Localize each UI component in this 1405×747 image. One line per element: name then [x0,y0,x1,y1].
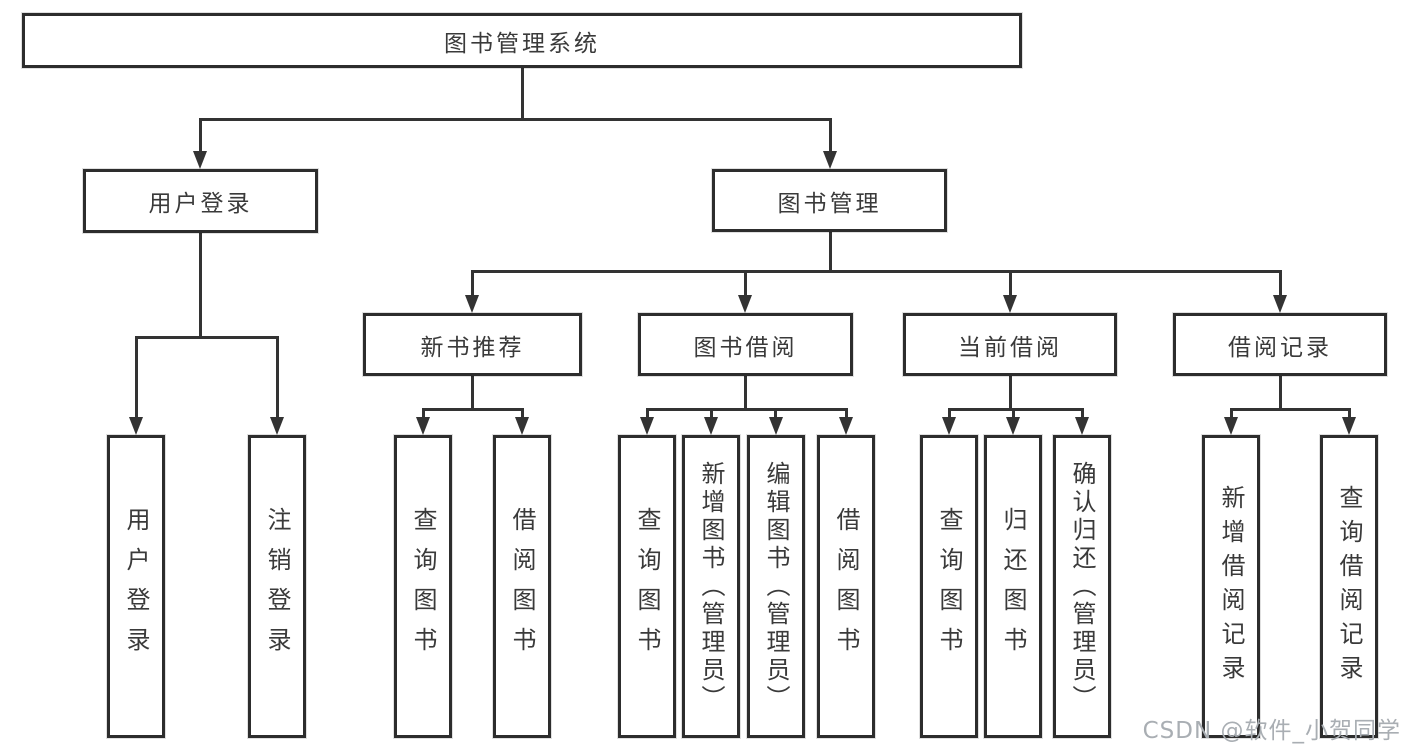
arrowhead-down-icon [640,417,654,435]
node-book-borrow: 图书借阅 [638,313,853,376]
connector-stub-leaf [774,408,777,419]
node-borrow-records-label: 借阅记录 [1228,334,1332,361]
arrowhead-down-icon [823,151,837,169]
node-leaf-user-login-label: 用户登录 [122,506,150,667]
node-leaf-edit-book: 编辑图书（管理员） [747,435,805,738]
arrowhead-down-icon [1224,417,1238,435]
node-book-borrow-label: 图书借阅 [693,334,798,361]
connector-stub-new-book-rec [471,270,474,297]
node-leaf-add-record: 新增借阅记录 [1202,435,1260,738]
connector-stub-leaf [710,408,713,419]
node-leaf-query-books-2-label: 查询图书 [633,506,661,667]
node-leaf-query-books-2: 查询图书 [618,435,676,738]
connector-stub-borrow-records [1279,270,1282,297]
node-leaf-query-books-1: 查询图书 [394,435,452,738]
node-root: 图书管理系统 [22,13,1022,68]
node-book-mgmt-label: 图书管理 [777,190,882,217]
connector-book-borrow-rail [646,408,848,411]
connector-new-book-rec-rail [422,408,524,411]
connector-borrow-records-rail [1230,408,1351,411]
connector-book-borrow-drop [744,376,747,408]
connector-stub-current-borrow [1009,270,1012,297]
node-leaf-query-books-3: 查询图书 [920,435,978,738]
connector-stub-user-login [199,118,202,153]
node-leaf-borrow-books-1-label: 借阅图书 [508,506,536,667]
arrowhead-down-icon [1342,417,1356,435]
node-root-label: 图书管理系统 [444,30,600,57]
node-borrow-records: 借阅记录 [1173,313,1387,376]
arrowhead-down-icon [769,417,783,435]
arrowhead-down-icon [942,417,956,435]
arrowhead-down-icon [704,417,718,435]
node-leaf-borrow-books-1: 借阅图书 [493,435,551,738]
arrowhead-down-icon [270,417,284,435]
node-book-mgmt: 图书管理 [712,169,947,232]
node-current-borrow-label: 当前借阅 [958,334,1062,361]
connector-stub-leaf [521,408,524,419]
connector-level1-rail [199,118,832,121]
node-leaf-confirm-return-label: 确认归还（管理员） [1068,460,1096,713]
connector-new-book-rec-drop [471,376,474,408]
node-leaf-query-books-1-label: 查询图书 [409,506,437,667]
csdn-watermark: CSDN @软件_小贺同学 [1142,718,1401,744]
arrowhead-down-icon [1075,417,1089,435]
arrowhead-down-icon [193,151,207,169]
arrowhead-down-icon [129,417,143,435]
connector-stub-leaf-user-login [135,336,138,417]
node-leaf-add-record-label: 新增借阅记录 [1217,484,1245,689]
connector-stub-book-mgmt [829,118,832,153]
node-leaf-borrow-books-2: 借阅图书 [817,435,875,738]
node-leaf-edit-book-label: 编辑图书（管理员） [762,460,790,713]
arrowhead-down-icon [416,417,430,435]
node-leaf-borrow-books-2-label: 借阅图书 [832,506,860,667]
arrowhead-down-icon [738,295,752,313]
node-current-borrow: 当前借阅 [903,313,1117,376]
connector-current-borrow-rail [948,408,1084,411]
node-leaf-logout-label: 注销登录 [263,506,291,667]
node-leaf-user-login: 用户登录 [107,435,165,738]
connector-stub-leaf-logout [276,336,279,417]
node-leaf-add-book: 新增图书（管理员） [682,435,740,738]
arrowhead-down-icon [465,295,479,313]
connector-level3-rail [471,270,1282,273]
node-user-login-label: 用户登录 [148,191,253,217]
node-leaf-query-books-3-label: 查询图书 [935,506,963,667]
node-leaf-logout: 注销登录 [248,435,306,738]
node-user-login: 用户登录 [83,169,318,233]
connector-user-login-rail [135,336,279,339]
arrowhead-down-icon [839,417,853,435]
connector-stub-leaf [422,408,425,419]
connector-book-mgmt-drop [829,232,832,270]
arrowhead-down-icon [1003,295,1017,313]
node-leaf-confirm-return: 确认归还（管理员） [1053,435,1111,738]
connector-current-borrow-drop [1009,376,1012,408]
node-leaf-add-book-label: 新增图书（管理员） [697,460,725,713]
node-new-book-rec-label: 新书推荐 [420,334,525,361]
node-leaf-return-book: 归还图书 [984,435,1042,738]
connector-root-drop [521,68,524,118]
connector-stub-leaf [845,408,848,419]
arrowhead-down-icon [1006,417,1020,435]
node-leaf-query-record: 查询借阅记录 [1320,435,1378,738]
connector-stub-leaf [948,408,951,419]
connector-stub-leaf [1081,408,1084,419]
connector-stub-book-borrow [744,270,747,297]
node-leaf-return-book-label: 归还图书 [999,506,1027,667]
arrowhead-down-icon [1273,295,1287,313]
connector-stub-leaf [646,408,649,419]
arrowhead-down-icon [515,417,529,435]
connector-stub-leaf [1348,408,1351,419]
node-new-book-rec: 新书推荐 [363,313,582,376]
node-leaf-query-record-label: 查询借阅记录 [1335,484,1363,689]
connector-stub-leaf [1230,408,1233,419]
connector-borrow-records-drop [1279,376,1282,408]
connector-user-login-drop [199,233,202,336]
connector-stub-leaf [1012,408,1015,419]
